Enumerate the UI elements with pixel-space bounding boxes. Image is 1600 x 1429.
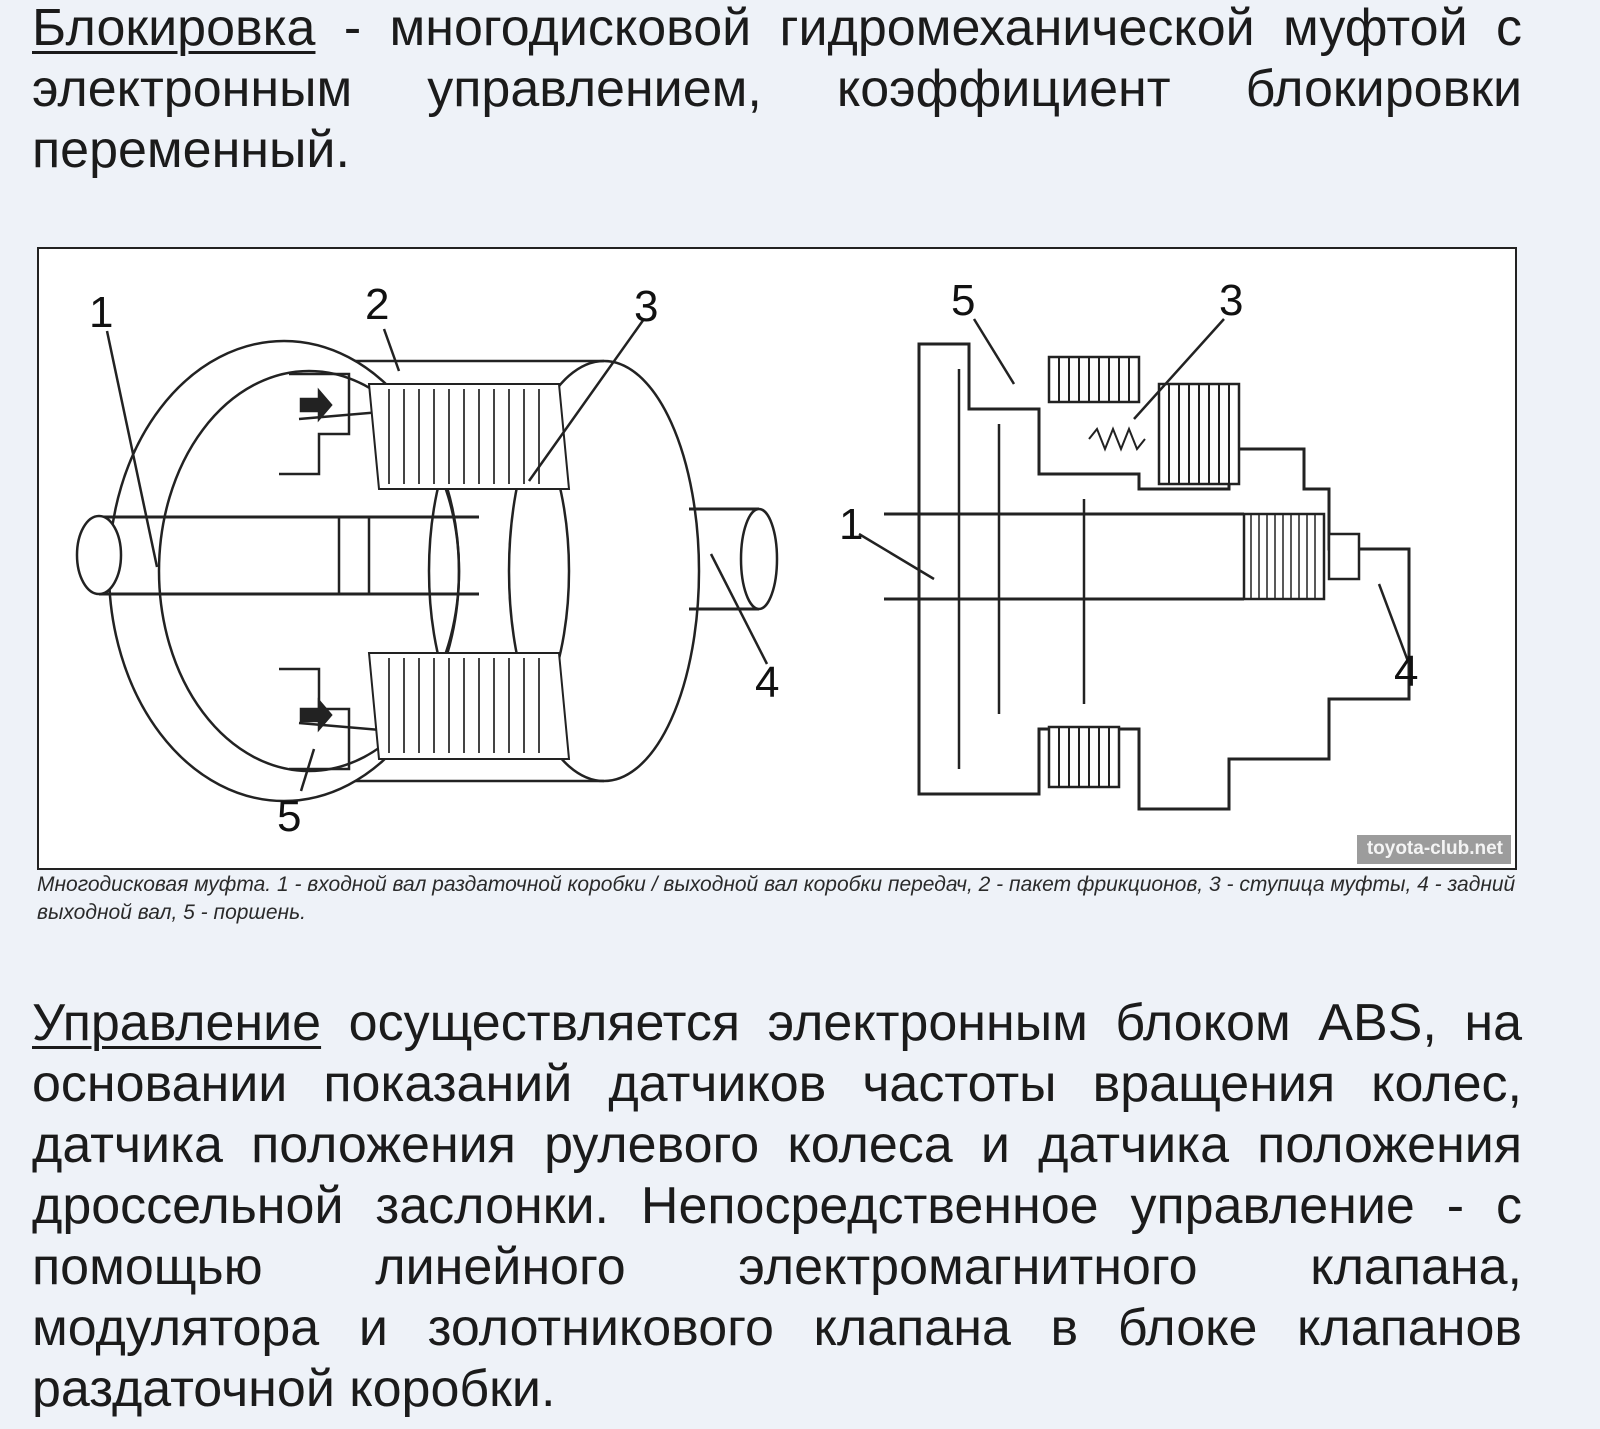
callout-left-1: 1 (89, 288, 113, 337)
intro-text: - многодисковой гидромеханической муфтой… (32, 0, 1522, 179)
control-paragraph: Управление осуществляется электронным бл… (32, 993, 1522, 1420)
right-section-view (858, 318, 1411, 811)
clutch-diagram: 1 2 3 4 5 5 3 1 4 toyota-club.net (37, 247, 1517, 870)
callout-left-3: 3 (634, 282, 658, 331)
callout-left-4: 4 (755, 658, 779, 707)
callout-left-5: 5 (277, 792, 301, 841)
watermark: toyota-club.net (1356, 835, 1511, 864)
intro-paragraph: Блокировка - многодисковой гидромеханиче… (32, 0, 1522, 181)
callout-left-2: 2 (365, 280, 389, 329)
control-text: осуществляется электронным блоком ABS, н… (32, 994, 1522, 1418)
figure-caption: Многодисковая муфта. 1 - входной вал раз… (37, 873, 1516, 924)
callout-right-4: 4 (1394, 647, 1418, 696)
left-clutch-view (75, 318, 779, 803)
clutch-drawing: 1 2 3 4 5 5 3 1 4 (75, 276, 1418, 841)
callout-right-5: 5 (951, 276, 975, 325)
control-term: Управление (32, 994, 322, 1052)
intro-term: Блокировка (32, 0, 316, 57)
callout-right-1: 1 (839, 500, 863, 549)
callout-right-3: 3 (1219, 276, 1243, 325)
